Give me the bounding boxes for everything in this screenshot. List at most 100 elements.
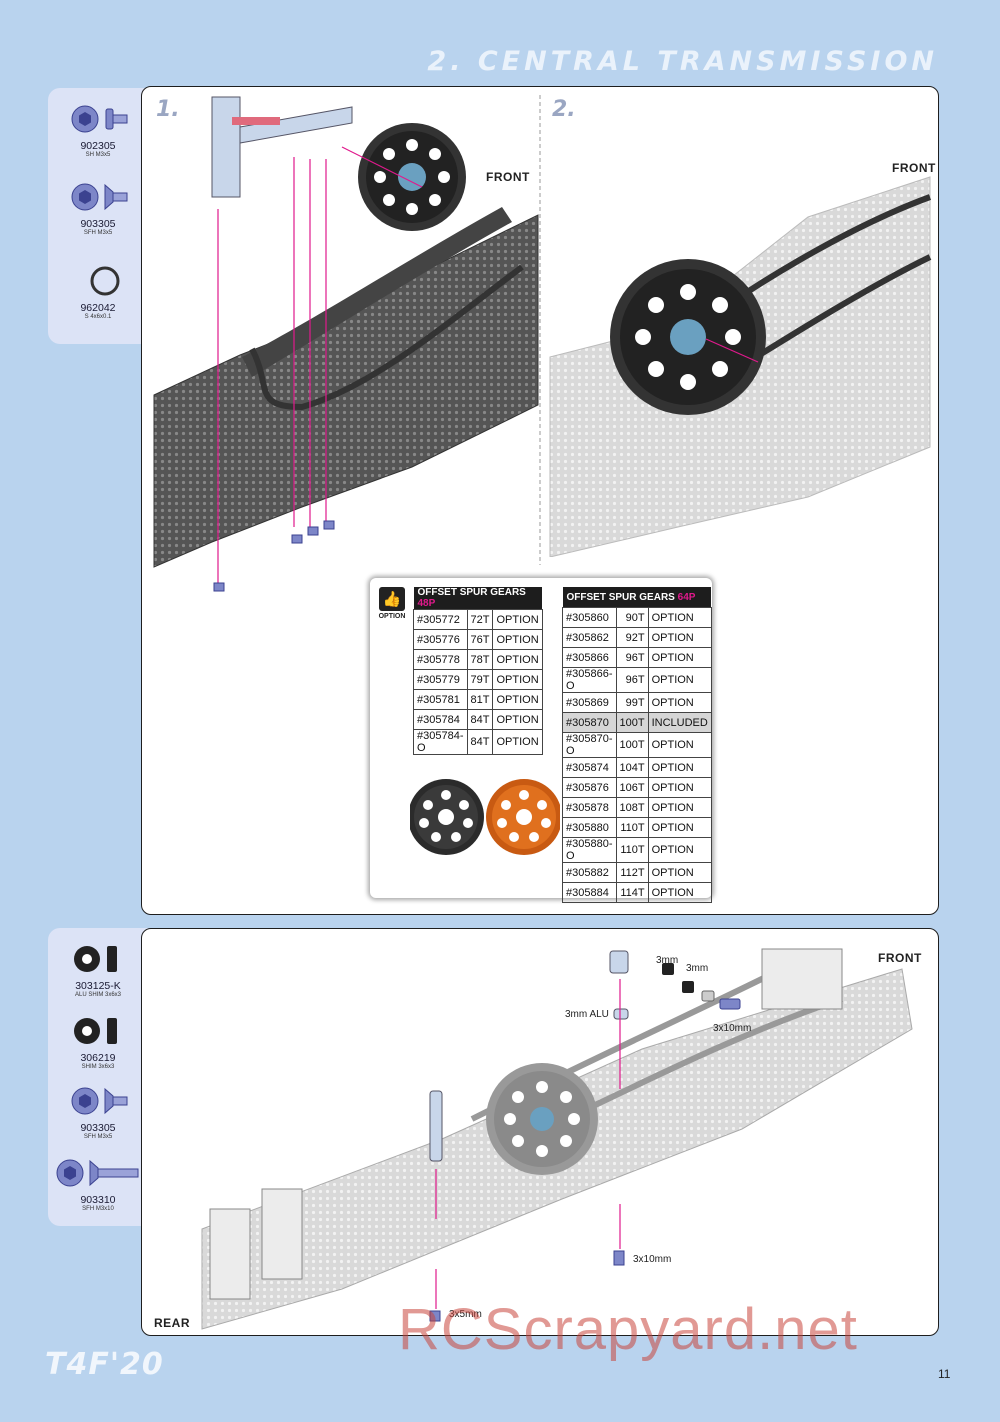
status-cell: OPTION: [647, 757, 712, 778]
thumbs-up-icon: 👍: [379, 587, 405, 611]
part-desc: SFH M3x5: [83, 1134, 113, 1140]
teeth-cell: 114T: [615, 882, 649, 903]
step1-illustration: [153, 96, 539, 592]
option-badge: 👍 OPTION: [377, 587, 407, 620]
step2-illustration: [549, 176, 932, 557]
label-3mm-b: 3mm: [686, 963, 709, 974]
part-code: 902305: [80, 140, 116, 152]
shim-ring-icon: [90, 266, 120, 296]
status-cell: OPTION: [647, 862, 712, 883]
label-3mm-alu: 3mm ALU: [565, 1009, 609, 1020]
part-code: 306219: [80, 1052, 116, 1064]
step-divider: [539, 95, 541, 565]
part-code: 303125-K: [75, 980, 121, 992]
part-number-cell: #305880-O: [562, 837, 617, 863]
part-number-cell: #305860: [562, 607, 617, 628]
part-number-cell: #305869: [562, 692, 617, 713]
part-number-cell: #305880: [562, 817, 617, 838]
status-cell: OPTION: [492, 649, 543, 670]
product-logo: T4F'20: [45, 1347, 164, 1382]
status-cell: OPTION: [492, 689, 543, 710]
part-code: 903310: [80, 1194, 116, 1206]
teeth-cell: 110T: [615, 837, 649, 863]
rear-label: REAR: [154, 1316, 191, 1330]
teeth-cell: 112T: [615, 862, 649, 883]
status-cell: OPTION: [647, 627, 712, 648]
teeth-cell: 92T: [615, 627, 649, 648]
part-number-cell: #305772: [413, 609, 468, 630]
flat-head-screw-icon: [71, 183, 128, 211]
status-cell: OPTION: [492, 709, 543, 730]
part-number-cell: #305866: [562, 647, 617, 668]
status-cell: OPTION: [647, 797, 712, 818]
part-number-cell: #305874: [562, 757, 617, 778]
long-flat-head-screw-icon: [56, 1159, 139, 1187]
teeth-cell: 84T: [466, 709, 494, 730]
status-cell: OPTION: [647, 732, 712, 758]
teeth-cell: 79T: [466, 669, 494, 690]
teeth-cell: 108T: [615, 797, 649, 818]
part-number-cell: #305870-O: [562, 732, 617, 758]
part-code: 903305: [80, 1122, 116, 1134]
part-number-cell: #305784: [413, 709, 468, 730]
teeth-cell: 96T: [615, 647, 649, 668]
part-number-cell: #305884: [562, 882, 617, 903]
status-cell: OPTION: [647, 837, 712, 863]
page-number: 11: [938, 1367, 951, 1381]
label-3x5mm: 3x5mm: [449, 1309, 482, 1320]
parts-sidebar-top: 902305 SH M3x5 903305 SFH M3x5 962042 S …: [48, 88, 148, 344]
teeth-cell: 90T: [615, 607, 649, 628]
part-desc: SHIM 3x6x3: [81, 1064, 115, 1070]
table-48p-header: OFFSET SPUR GEARS 48P: [413, 587, 543, 610]
alu-shim-icon: [74, 946, 117, 972]
part-number-cell: #305870: [562, 712, 617, 733]
teeth-cell: 100T: [615, 732, 649, 758]
teeth-cell: 99T: [615, 692, 649, 713]
part-code: 962042: [80, 302, 116, 314]
step-panel-bottom: FRONT REAR 3mm 3mm 3mm ALU 3x10mm 3x10mm…: [141, 928, 939, 1336]
front-label-3: FRONT: [878, 951, 922, 965]
teeth-cell: 84T: [466, 729, 494, 755]
status-cell: OPTION: [647, 777, 712, 798]
front-label-2: FRONT: [892, 161, 936, 175]
part-number-cell: #305784-O: [413, 729, 468, 755]
part-desc: SFH M3x5: [83, 230, 113, 236]
teeth-cell: 96T: [615, 667, 649, 693]
part-desc: SFH M3x10: [82, 1206, 114, 1212]
parts-sidebar-bottom: 303125-K ALU SHIM 3x6x3 306219 SHIM 3x6x…: [48, 928, 148, 1226]
step3-illustration: [201, 948, 913, 1330]
status-cell: OPTION: [492, 729, 543, 755]
part-desc: S 4x6x0.1: [84, 314, 112, 320]
status-cell: OPTION: [647, 692, 712, 713]
section-title: 2. CENTRAL TRANSMISSION: [427, 46, 938, 77]
watermark: RCScrapyard.net: [398, 1297, 858, 1362]
status-cell: OPTION: [492, 669, 543, 690]
status-cell: OPTION: [492, 609, 543, 630]
part-number-cell: #305882: [562, 862, 617, 883]
teeth-cell: 72T: [466, 609, 494, 630]
part-number-cell: #305779: [413, 669, 468, 690]
part-number-cell: #305776: [413, 629, 468, 650]
table-64p-header: OFFSET SPUR GEARS 64P: [562, 587, 712, 608]
teeth-cell: 106T: [615, 777, 649, 798]
teeth-cell: 76T: [466, 629, 494, 650]
status-cell: OPTION: [647, 667, 712, 693]
status-cell: INCLUDED: [647, 712, 712, 733]
